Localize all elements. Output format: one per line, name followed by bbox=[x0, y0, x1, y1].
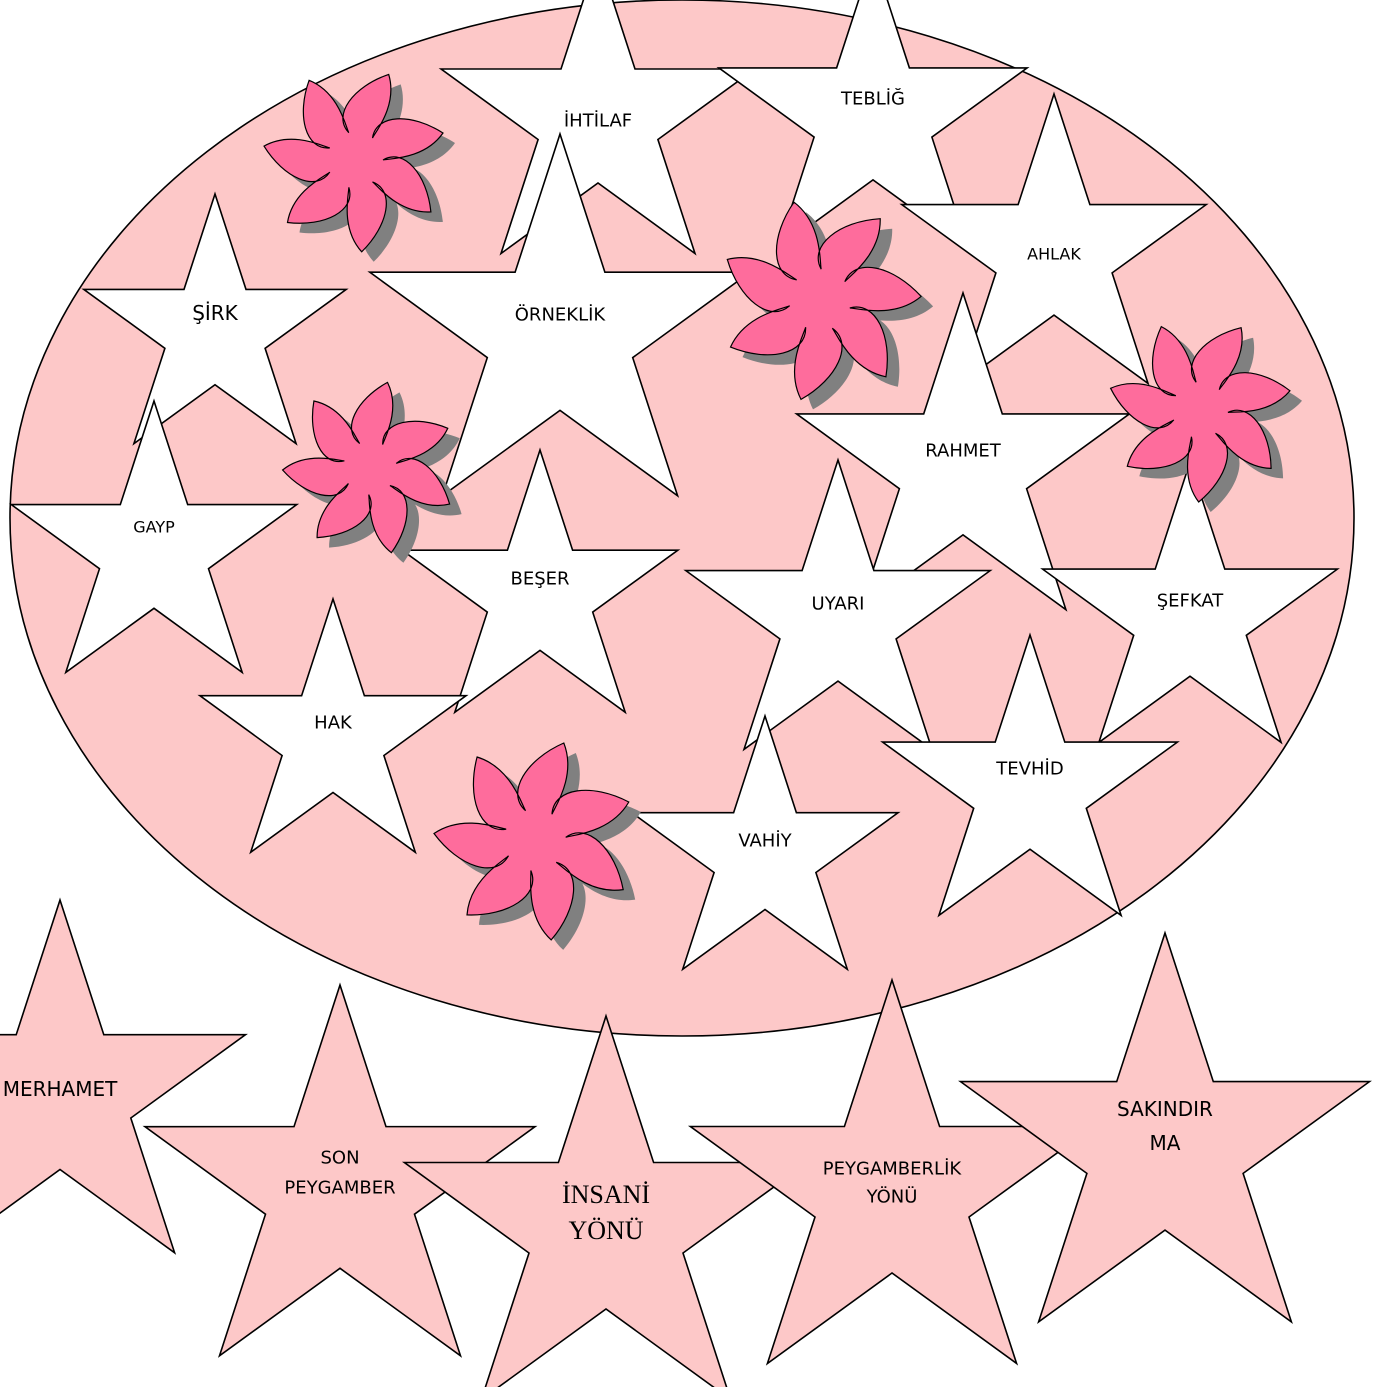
star-label: BEŞER bbox=[510, 568, 569, 589]
star-label: GAYP bbox=[133, 518, 175, 537]
outer-star-merhamet: MERHAMET bbox=[0, 900, 246, 1253]
star-label: UYARI bbox=[812, 593, 865, 614]
star-label: TEBLİĞ bbox=[840, 87, 905, 109]
star-label: MA bbox=[1150, 1131, 1181, 1155]
star-label: TEVHİD bbox=[995, 758, 1063, 779]
star-label: AHLAK bbox=[1027, 245, 1081, 264]
star-label: YÖNÜ bbox=[866, 1185, 918, 1207]
outer-star-insani-yonu: İNSANİ YÖNÜ bbox=[404, 1016, 807, 1387]
star-label: MERHAMET bbox=[3, 1077, 118, 1101]
star-label: PEYGAMBER bbox=[284, 1177, 395, 1198]
star-label: SON bbox=[320, 1147, 359, 1168]
star-label: RAHMET bbox=[925, 440, 1002, 461]
star-label: YÖNÜ bbox=[568, 1216, 643, 1245]
star-label: ŞEFKAT bbox=[1157, 590, 1225, 611]
star-label: ŞİRK bbox=[192, 301, 238, 325]
star-label: VAHİY bbox=[738, 830, 792, 851]
star-label: ÖRNEKLİK bbox=[515, 303, 607, 325]
star-label: İHTİLAF bbox=[564, 110, 632, 131]
star-label: PEYGAMBERLİK bbox=[823, 1158, 963, 1179]
star-label: HAK bbox=[314, 712, 353, 733]
star-label: SAKINDIR bbox=[1117, 1097, 1213, 1121]
star-label: İNSANİ bbox=[562, 1180, 650, 1209]
